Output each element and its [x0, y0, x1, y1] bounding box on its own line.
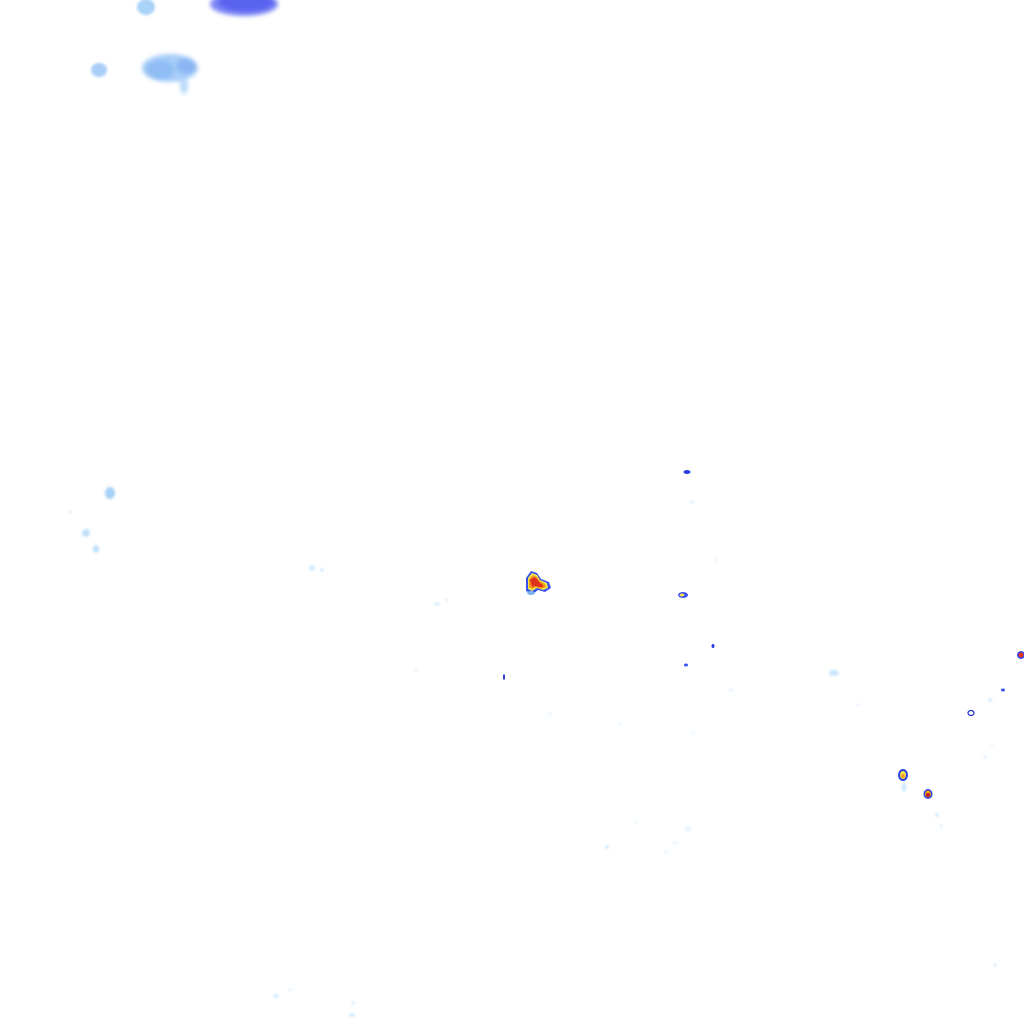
storm-cell-lower-right-1 [898, 769, 908, 781]
precip-cell-top-center [210, 0, 278, 16]
precip-cell-upper-left [142, 54, 198, 94]
precip-cell-left-mid [68, 487, 115, 553]
precip-cell-upper-left-2 [91, 63, 107, 77]
precip-cells-blue [503, 470, 1005, 717]
storm-cell-center [526, 571, 551, 595]
precip-cell-top-left-small [137, 0, 155, 15]
precip-specks-light [273, 500, 997, 1017]
storm-cell-small-1 [678, 592, 688, 598]
storm-cell-lower-right-2 [923, 789, 933, 799]
storm-cell-right-edge [1017, 651, 1024, 659]
